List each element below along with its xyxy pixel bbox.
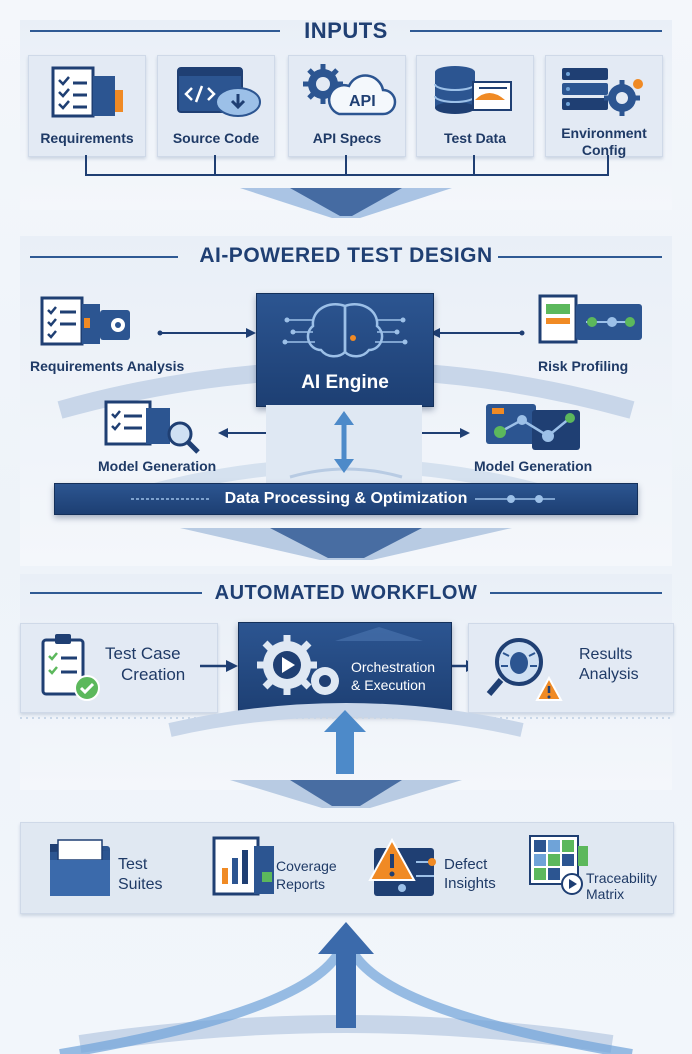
output-label-traceability: Traceability [586,870,658,886]
brain-circuit-icon [282,303,408,358]
engine-beam [266,405,422,483]
inputs-connector [85,155,609,218]
report-chart-icon [212,836,274,896]
output-label-matrix: Matrix [586,886,625,902]
design-rule-left [30,256,178,258]
ai-engine-label: AI Engine [301,372,389,393]
matrix-grid-icon [529,835,588,895]
inputs-rule-right [410,30,662,32]
output-label-reports: Reports [276,876,326,892]
workflow-rule-right [490,592,662,594]
magnifier-bug-warning-icon [486,638,563,701]
output-label-coverage: Coverage [276,858,337,874]
orchestration-line1: Orchestration [351,659,436,675]
server-gear-icon [562,68,643,116]
source-code-icon [177,67,261,117]
test-case-creation-line2: Creation [121,665,186,684]
input-label-source-code: Source Code [172,130,260,146]
model-generation-left-icon [104,400,200,454]
input-card-source-code: Source Code [157,55,275,157]
orchestration-box: Orchestration & Execution [238,622,452,714]
input-card-environment-config: Environment Config [545,55,663,158]
input-card-test-data: Test Data [416,55,534,157]
design-rule-right [498,256,662,258]
inputs-title: INPUTS [304,18,388,43]
design-title: AI-POWERED TEST DESIGN [199,244,493,267]
requirements-analysis-label: Requirements Analysis [30,358,185,374]
folder-icon [50,839,110,896]
workflow-title: AUTOMATED WORKFLOW [214,582,478,604]
requirements-icon [51,66,123,118]
input-card-api-specs: API API Specs [288,55,406,157]
input-label-requirements: Requirements [40,130,134,146]
ai-engine-box: AI Engine [256,293,434,407]
input-label-api-specs: API Specs [312,130,382,146]
warning-icon [368,837,436,896]
workflow-rule-left [30,592,202,594]
database-icon [434,66,512,114]
orchestration-line2: & Execution [351,677,426,693]
inputs-rule-left [30,30,280,32]
output-label-suites: Suites [118,876,163,893]
requirements-analysis-icon [40,296,130,346]
model-generation-right-label: Model Generation [474,458,593,474]
results-analysis-card: Results Analysis [468,623,674,713]
data-processing-decor [131,495,555,503]
results-analysis-line2: Analysis [579,666,639,683]
api-cloud-icon: API [303,64,397,116]
data-processing-bar: Data Processing & Optimization [54,483,638,515]
api-badge-text: API [349,93,376,110]
model-generation-right-icon [486,404,580,450]
bottom-feedback-arrow [59,922,633,1054]
input-label-environment: Environment [561,125,647,141]
test-case-creation-line1: Test Case [105,644,181,663]
clipboard-check-icon [41,634,100,701]
workflow-feedback [20,703,672,808]
data-processing-label: Data Processing & Optimization [224,490,468,507]
test-case-creation-card: Test Case Creation [20,623,218,713]
input-card-requirements: Requirements [28,55,146,157]
gears-play-icon [257,627,423,695]
output-label-insights: Insights [444,875,496,892]
risk-profiling-label: Risk Profiling [538,358,629,374]
input-label-config: Config [581,142,627,158]
model-generation-left-label: Model Generation [98,458,217,474]
output-label-defect: Defect [444,856,488,873]
output-label-test: Test [118,856,148,873]
design-funnel [180,528,512,560]
results-analysis-line1: Results [579,646,633,663]
input-label-test-data: Test Data [444,130,506,146]
risk-profiling-icon [538,294,642,344]
